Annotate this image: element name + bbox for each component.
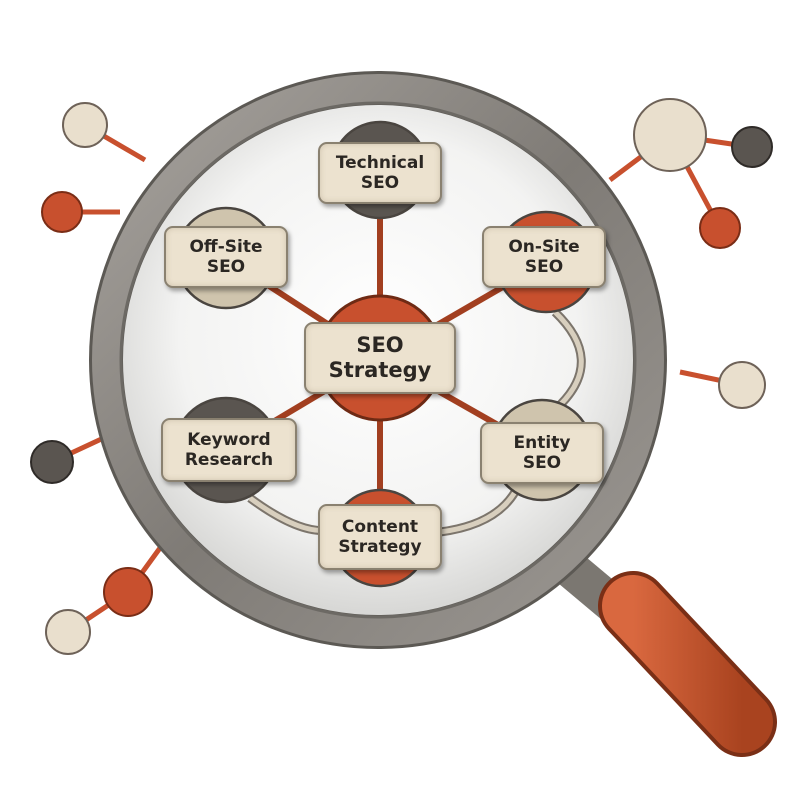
curved-connector [439, 490, 518, 535]
external-dots [30, 98, 773, 655]
magnifier-handle [541, 541, 777, 757]
external-dot-cream [45, 609, 91, 655]
external-dot-charcoal [30, 440, 74, 484]
external-dot-rust [699, 207, 741, 249]
node-label-keyword-research: Keyword Research [161, 418, 297, 482]
external-dot-charcoal [731, 126, 773, 168]
magnifier-rim [92, 74, 664, 646]
external-dot-rust [103, 567, 153, 617]
node-label-technical-seo: Technical SEO [318, 142, 442, 204]
external-dot-cream [718, 361, 766, 409]
node-label-content-strategy: Content Strategy [318, 504, 442, 570]
center-node-label: SEO Strategy [304, 322, 456, 394]
magnifier-rim-inner-edge [119, 101, 637, 619]
curved-connector [553, 310, 584, 407]
external-dot-cream [62, 102, 108, 148]
external-dot-cream [633, 98, 707, 172]
node-label-off-site-seo: Off-Site SEO [164, 226, 288, 288]
external-dot-rust [41, 191, 83, 233]
node-label-on-site-seo: On-Site SEO [482, 226, 606, 288]
handle-grip [602, 575, 773, 753]
node-label-entity-seo: Entity SEO [480, 422, 604, 484]
